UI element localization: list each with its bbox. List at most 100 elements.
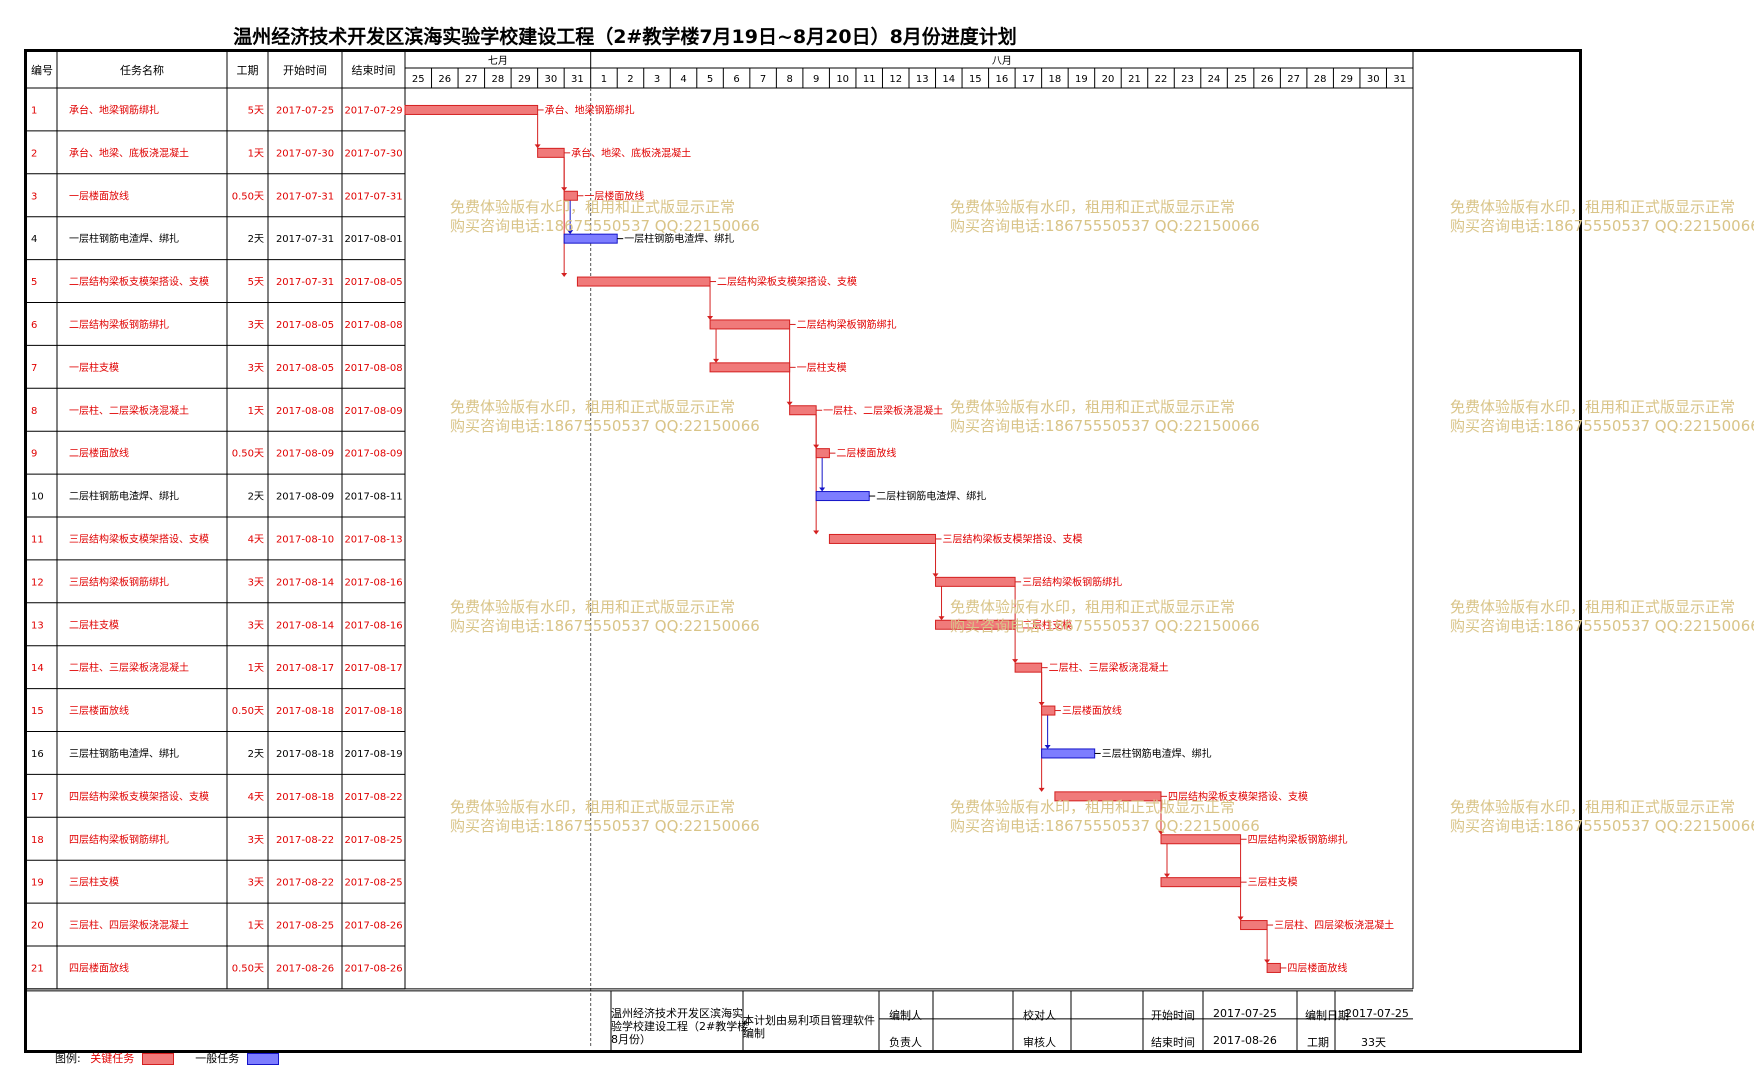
task-duration: 1天 (248, 406, 264, 417)
month-label-august: 八月 (992, 55, 1012, 67)
task-name: 三层柱钢筋电渣焊、绑扎 (69, 747, 179, 760)
task-id: 20 (31, 921, 44, 932)
bar-label: 一层柱钢筋电渣焊、绑扎 (624, 232, 734, 245)
task-bar (828, 533, 937, 544)
task-name: 一层柱、二层梁板浇混凝土 (69, 404, 189, 417)
dependency-arrow (1264, 959, 1271, 964)
dependency-arrow (932, 573, 939, 578)
task-end: 2017-08-26 (344, 963, 402, 974)
dependency-arrow (938, 616, 945, 621)
task-bar (1041, 748, 1096, 759)
task-duration: 3天 (248, 320, 264, 331)
task-duration: 1天 (248, 921, 264, 932)
task-end: 2017-08-26 (344, 921, 402, 932)
task-id: 19 (31, 878, 44, 889)
legend-label: 图例: (55, 1052, 81, 1065)
header-id: 编号 (31, 63, 53, 77)
task-name: 一层柱支模 (69, 361, 119, 374)
task-id: 4 (31, 234, 37, 245)
task-id: 11 (31, 534, 44, 545)
bar-label: 承台、地梁钢筋绑扎 (545, 103, 635, 116)
bar-label: 四层结构梁板支模架搭设、支模 (1168, 790, 1308, 803)
day-label: 21 (1128, 74, 1141, 85)
task-id: 13 (31, 620, 44, 631)
legend-general-label: 一般任务 (195, 1052, 240, 1065)
task-end: 2017-08-11 (344, 492, 402, 503)
task-start: 2017-07-31 (276, 191, 334, 202)
task-duration: 2天 (248, 492, 264, 503)
day-label: 19 (1075, 74, 1088, 85)
day-label: 7 (760, 74, 766, 85)
footer-project: 温州经济技术开发区滨海实验学校建设工程（2#教学楼8月份） (611, 1007, 749, 1046)
task-id: 12 (31, 577, 44, 588)
task-start: 2017-07-30 (276, 148, 334, 159)
bar-label: 二层柱钢筋电渣焊、绑扎 (876, 490, 986, 503)
footer-date-label: 编制日期 (1305, 1009, 1349, 1022)
task-duration: 3天 (248, 878, 264, 889)
task-name: 二层结构梁板钢筋绑扎 (69, 318, 169, 331)
task-end: 2017-08-08 (344, 363, 402, 374)
task-duration: 0.50天 (232, 706, 264, 717)
task-bar (1041, 705, 1056, 716)
task-bar (709, 362, 791, 373)
page-title: 温州经济技术开发区滨海实验学校建设工程（2#教学楼7月19日~8月20日）8月份… (233, 26, 1017, 48)
footer-end-label: 结束时间 (1151, 1036, 1195, 1049)
day-label: 31 (571, 74, 584, 85)
task-start: 2017-08-25 (276, 921, 334, 932)
footer-checker-label: 校对人 (1023, 1009, 1056, 1022)
task-name: 承台、地梁、底板浇混凝土 (69, 146, 189, 159)
bar-label: 三层结构梁板钢筋绑扎 (1022, 575, 1122, 588)
dependency-arrow (1237, 916, 1244, 921)
task-start: 2017-08-09 (276, 449, 334, 460)
task-duration: 3天 (248, 577, 264, 588)
day-label: 29 (518, 74, 531, 85)
task-id: 2 (31, 148, 37, 159)
dependency-arrow (813, 530, 820, 535)
day-label: 31 (1393, 74, 1406, 85)
task-id: 8 (31, 406, 37, 417)
day-label: 17 (1022, 74, 1035, 85)
dependency-arrow (707, 315, 714, 320)
footer-end-value: 2017-08-26 (1213, 1034, 1277, 1047)
legend-critical-swatch (141, 1053, 174, 1065)
task-name: 四层结构梁板支模架搭设、支模 (69, 790, 209, 803)
task-start: 2017-07-25 (276, 105, 334, 116)
task-id: 5 (31, 277, 37, 288)
day-label: 14 (942, 74, 955, 85)
day-label: 16 (995, 74, 1008, 85)
day-label: 26 (1261, 74, 1274, 85)
bar-label: 三层楼面放线 (1062, 704, 1122, 717)
task-name: 三层楼面放线 (69, 704, 129, 717)
task-end: 2017-08-17 (344, 663, 402, 674)
task-end: 2017-08-22 (344, 792, 402, 803)
task-id: 16 (31, 749, 44, 760)
task-name: 三层结构梁板支模架搭设、支模 (69, 532, 209, 545)
dependency-arrow (1158, 830, 1164, 835)
task-end: 2017-08-18 (344, 706, 402, 717)
task-start: 2017-08-18 (276, 749, 334, 760)
bar-label: 三层柱支模 (1248, 876, 1298, 889)
dependency-arrow (713, 358, 720, 363)
task-id: 17 (31, 792, 44, 803)
task-start: 2017-08-05 (276, 363, 334, 374)
bar-label: 二层结构梁板钢筋绑扎 (797, 318, 897, 331)
task-bar (1160, 834, 1242, 845)
task-bar (1160, 877, 1242, 888)
task-end: 2017-08-05 (344, 277, 402, 288)
footer-date-value: 2017-07-25 (1345, 1007, 1409, 1020)
task-duration: 0.50天 (232, 449, 264, 460)
day-label: 29 (1340, 74, 1353, 85)
bar-label: 一层楼面放线 (584, 189, 644, 202)
task-start: 2017-08-08 (276, 406, 334, 417)
task-id: 15 (31, 706, 44, 717)
bar-label: 二层柱支模 (1022, 618, 1072, 631)
task-duration: 0.50天 (232, 963, 264, 974)
legend-general-swatch (246, 1053, 279, 1065)
footer-auditor-label: 审核人 (1023, 1036, 1056, 1049)
dependency-arrow (1164, 873, 1170, 878)
task-start: 2017-08-26 (276, 963, 334, 974)
task-end: 2017-08-01 (344, 234, 402, 245)
footer-compiler-label: 编制人 (889, 1009, 922, 1022)
day-label: 9 (813, 74, 819, 85)
